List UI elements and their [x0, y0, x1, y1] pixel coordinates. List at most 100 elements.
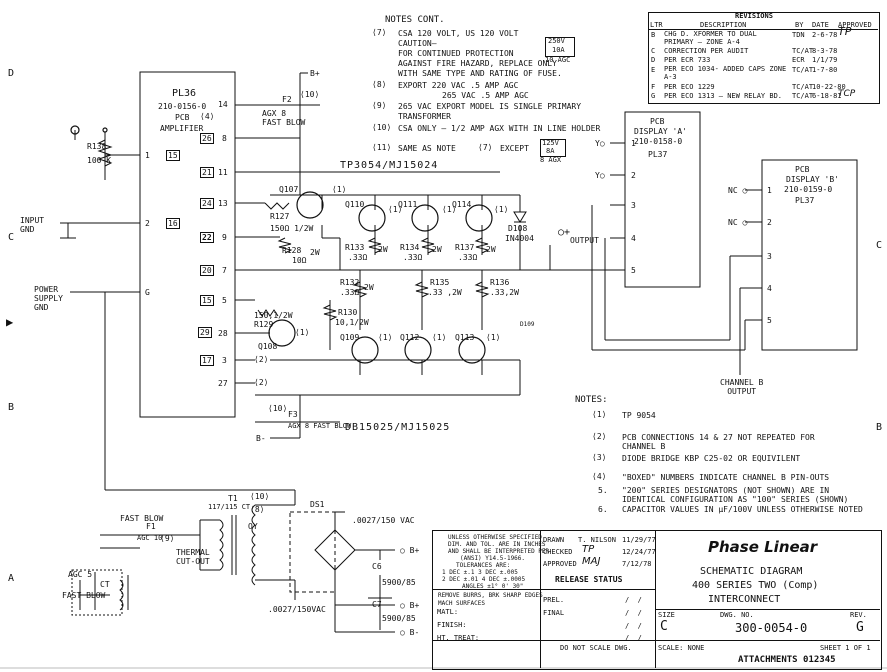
boxed-pin: 22	[200, 232, 214, 243]
revisions-table	[648, 12, 880, 104]
note-3-marker: ⟨3⟩	[592, 453, 607, 462]
r134-watt: 2W	[432, 245, 442, 254]
display-a-title: DISPLAY 'A'	[634, 127, 687, 136]
checked-by: TP	[582, 544, 595, 555]
q112-label: Q112	[400, 333, 420, 342]
cap-bottom-label: .0027/150VAC	[268, 605, 326, 614]
rev-row-by: TDN	[792, 31, 805, 39]
rev-row-desc: PER ECO 1313 — NEW RELAY BD.	[664, 92, 783, 100]
note-8-line-1: EXPORT 220 VAC .5 AMP AGC	[398, 81, 519, 90]
display-a-pin-3: 3	[631, 201, 636, 210]
b-minus-label: B-	[256, 434, 266, 443]
note-4-text: "BOXED" NUMBERS INDICATE CHANNEL B PIN-O…	[622, 473, 830, 482]
note-5-num: 5.	[598, 486, 608, 495]
checked-date: 12/24/77	[622, 548, 656, 556]
pl36-pcb: PCB	[175, 113, 190, 122]
ds1-outline	[289, 511, 336, 593]
tolerance-line: 1 DEC ±.1 3 DEC ±.005	[442, 569, 518, 576]
note-9-marker: ⟨9⟩	[372, 101, 387, 110]
rev-row-ltr: C	[651, 47, 656, 55]
ps-b-minus-label: ○ B-	[400, 628, 420, 637]
fuse-11-volt: 125V	[542, 139, 559, 147]
rev-row-ltr: E	[651, 66, 656, 74]
remove-burrs-note: REMOVE BURRS, BRK SHARP EDGES MACH SURFA…	[438, 592, 543, 607]
approved-label: APPROVED	[543, 560, 577, 568]
r132-label: R132	[340, 278, 360, 287]
approved-by: MAJ	[582, 556, 601, 567]
matl-label: MATL:	[437, 608, 459, 616]
f3-value: AGX 8 FAST BLOW	[288, 422, 352, 430]
scale-label: SCALE: NONE	[658, 644, 705, 652]
agc-fast-blow-label: FAST BLOW	[62, 591, 106, 600]
q113-note-marker: ⟨1⟩	[486, 333, 501, 342]
note-1-text: TP 9054	[622, 411, 656, 420]
pin-g: G	[145, 288, 150, 297]
pin-8: 8	[222, 134, 227, 143]
r130-value: 10,1/2W	[335, 318, 369, 327]
d108-label: D108	[508, 224, 528, 233]
title-block	[432, 530, 882, 670]
display-b-block	[761, 159, 858, 351]
r128-watt: 2W	[310, 248, 320, 257]
ct-label: CT	[100, 580, 110, 589]
r129-label: R129	[254, 320, 274, 329]
pin-2: 2	[145, 219, 150, 228]
pl36-amplifier: AMPLIFIER	[160, 124, 204, 133]
note-7-line-1: CSA 120 VOLT, US 120 VOLT	[398, 29, 519, 38]
cap-top-label: .0027/150 VAC	[352, 516, 415, 525]
pl36-block	[139, 71, 236, 418]
boxed-pin: 20	[200, 265, 214, 276]
rev-header-ltr: LTR	[650, 21, 663, 29]
note-1-marker: ⟨1⟩	[592, 410, 607, 419]
r138-value: 100 K	[87, 156, 112, 165]
q107-label: Q107	[279, 185, 299, 194]
pin-27: 27	[218, 379, 228, 388]
note-10-line-1: CSA ONLY — 1/2 AMP AGX WITH IN LINE HOLD…	[398, 124, 601, 133]
display-a-connector: PL37	[648, 150, 668, 159]
display-b-pin-3: 3	[767, 252, 772, 261]
q111-label: Q111	[398, 200, 418, 209]
drawn-date: 11/29/77	[622, 536, 656, 544]
q109-note-marker: ⟨1⟩	[378, 333, 393, 342]
r133-watt: 2W	[378, 245, 388, 254]
display-b-nc2: NC ○	[728, 218, 748, 227]
rev-header-desc: DESCRIPTION	[700, 21, 747, 29]
pin-5: 5	[222, 296, 227, 305]
r133-value: .33Ω	[348, 253, 368, 262]
company-name: Phase Linear	[708, 538, 818, 556]
rev-header-date: DATE	[812, 21, 829, 29]
title-block-divider	[655, 609, 880, 610]
title-block-divider	[655, 530, 656, 668]
q110-label: Q110	[345, 200, 365, 209]
f2-label: F2	[282, 95, 292, 104]
t1-note-marker-8: ⟨8⟩	[250, 505, 265, 514]
rev-row-ltr: B	[651, 31, 656, 39]
display-b-part: 210-0159-0	[784, 185, 833, 194]
prel-label: PREL.	[543, 596, 565, 604]
t1-note-marker-10: ⟨10⟩	[250, 492, 270, 501]
f1-note-marker: ⟨9⟩	[160, 534, 175, 543]
r135-label: R135	[430, 278, 450, 287]
boxed-pin: 24	[200, 198, 214, 209]
margin-letter-d: D	[8, 68, 15, 79]
power-supply-gnd-label: POWER SUPPLY GND	[34, 285, 63, 312]
tolerance-line: (ANSI) Y14.5-1966.	[460, 555, 526, 562]
finish-label: FINISH:	[437, 621, 467, 629]
note-11-marker: ⟨11⟩	[372, 143, 392, 152]
margin-letter-c: C	[8, 232, 15, 243]
sheet-label: SHEET 1 OF 1	[820, 644, 871, 652]
note-11-ref-marker: ⟨7⟩	[478, 143, 493, 152]
f1-value: AGC 10	[137, 534, 163, 542]
fuse-7-amp: 10A	[552, 46, 565, 54]
note-2-text: PCB CONNECTIONS 14 & 27 NOT REPEATED FOR…	[622, 433, 815, 451]
d109-label: D109	[520, 321, 535, 328]
display-a-pcb: PCB	[650, 117, 665, 126]
rev-row-ltr: D	[651, 56, 656, 64]
tolerance-line: DIM. AND TOL. ARE IN INCHES	[448, 541, 546, 548]
pin3-note-marker: ⟨2⟩	[254, 355, 269, 364]
ds1-label: DS1	[310, 500, 325, 509]
boxed-pin: 26	[200, 133, 214, 144]
ps-b-plus-label: ○ B+	[400, 546, 420, 555]
note-7-marker: ⟨7⟩	[372, 28, 387, 37]
